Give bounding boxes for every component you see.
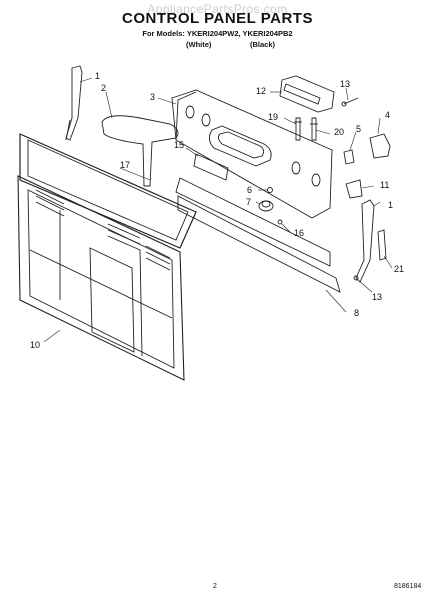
callout-12: 12: [256, 86, 267, 96]
document-number: 8186184: [394, 583, 422, 590]
page-title: CONTROL PANEL PARTS: [122, 10, 313, 27]
part-8-lower-trim: [175, 177, 341, 293]
part-20-clip: [310, 117, 318, 141]
callout-10: 10: [30, 340, 41, 350]
callout-13-top: 13: [340, 79, 351, 89]
callout-13-bottom: 13: [372, 292, 383, 302]
part-1-right-end-bracket: [355, 199, 375, 283]
part-10-rear-panel: [17, 175, 185, 381]
part-6-knob-clip: [267, 187, 273, 193]
part-2-touchpad-tab: [101, 115, 179, 187]
part-3-control-panel: [171, 89, 333, 219]
part-16-screw: [277, 219, 283, 225]
callout-16: 16: [294, 228, 305, 238]
part-5-connector: [343, 149, 355, 165]
callout-19: 19: [268, 112, 279, 122]
page-number: 2: [213, 583, 217, 590]
part-7-knob: [258, 200, 274, 212]
part-13-screw-bottom: [353, 275, 359, 281]
color-label-white: (White): [186, 40, 212, 49]
callout-1-right: 1: [388, 200, 394, 210]
part-13-screw-top: [341, 97, 359, 107]
callout-1-left: 1: [95, 71, 101, 81]
callout-17: 17: [120, 160, 131, 170]
part-15-control-board: [193, 153, 229, 181]
part-11-hinge-bracket: [345, 179, 363, 199]
part-1-left-end-bracket: [65, 65, 83, 141]
watermark: AppliancePartsPros.com: [147, 2, 288, 16]
callout-15: 15: [174, 140, 185, 150]
part-21-strip: [377, 229, 387, 261]
callout-8: 8: [354, 308, 360, 318]
part-12-display-lens: [279, 75, 335, 113]
callout-2: 2: [101, 83, 107, 93]
callout-6: 6: [247, 185, 253, 195]
part-17-window-gasket: [19, 133, 197, 249]
callout-20: 20: [334, 127, 345, 137]
callout-7: 7: [246, 197, 252, 207]
callout-4: 4: [385, 110, 391, 120]
callout-3: 3: [150, 92, 156, 102]
callout-21: 21: [394, 264, 405, 274]
leader-lines: [43, 77, 393, 343]
callout-5: 5: [356, 124, 362, 134]
part-4-terminal-block: [369, 133, 391, 159]
color-label-black: (Black): [250, 40, 276, 49]
callout-11: 11: [380, 180, 390, 190]
models-line: For Models: YKERI204PW2, YKERI204PB2: [142, 29, 293, 38]
part-19-clip: [294, 117, 302, 141]
